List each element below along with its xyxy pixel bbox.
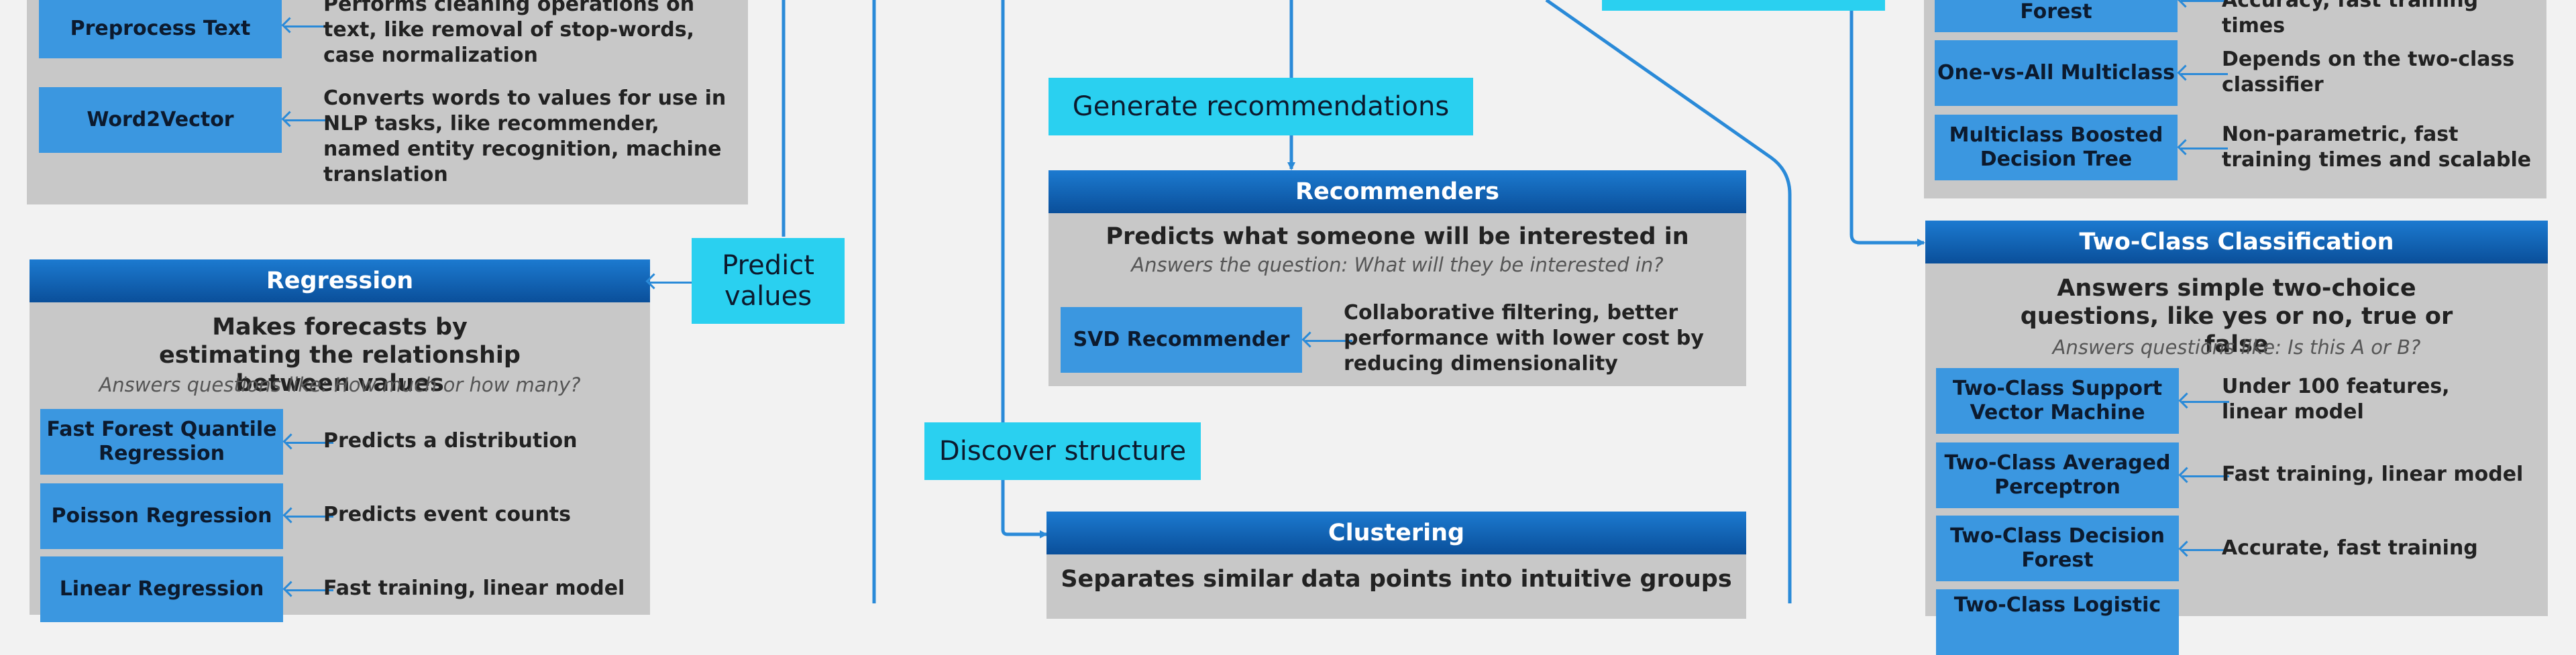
poisson-regression-button[interactable]: Poisson Regression: [40, 483, 283, 549]
clustering-lead: Separates similar data points into intui…: [1061, 566, 1732, 593]
multiclass-panel: Forest Accuracy, fast training times One…: [1924, 0, 2546, 198]
arrow: [2181, 73, 2228, 75]
clustering-panel: Clustering Separates similar data points…: [1046, 512, 1746, 619]
arrow: [2182, 401, 2229, 403]
word2vector-description: Converts words to values for use in NLP …: [323, 86, 727, 186]
word2vector-button[interactable]: Word2Vector: [39, 87, 282, 153]
clustering-header: Clustering: [1046, 512, 1746, 554]
two-class-decision-forest-button[interactable]: Two-Class Decision Forest: [1936, 516, 2179, 581]
two-class-lead: Answers simple two-choice questions, lik…: [2020, 275, 2453, 358]
preprocess-text-button[interactable]: Preprocess Text: [39, 0, 282, 58]
two-class-header: Two-Class Classification: [1925, 221, 2548, 263]
arrow: [286, 589, 333, 591]
recommenders-subtitle: Answers the question: What will they be …: [1131, 253, 1664, 276]
fast-forest-description: Predicts a distribution: [323, 429, 578, 453]
decision-forest-description: Accurate, fast training: [2222, 536, 2478, 560]
averaged-perceptron-description: Fast training, linear model: [2222, 463, 2524, 486]
arrow: [2181, 147, 2228, 150]
boosted-tree-description: Non-parametric, fast training times and …: [2222, 123, 2532, 172]
fast-forest-quantile-regression-button[interactable]: Fast Forest Quantile Regression: [40, 409, 283, 475]
two-class-svm-button[interactable]: Two-Class Support Vector Machine: [1936, 368, 2179, 434]
regression-header: Regression: [30, 259, 650, 302]
one-vs-all-description: Depends on the two-class classifier: [2222, 48, 2515, 97]
generate-recommendations-callout: Generate recommendations: [1049, 78, 1473, 135]
multiclass-forest-button[interactable]: Forest: [1935, 0, 2178, 32]
two-class-averaged-perceptron-button[interactable]: Two-Class Averaged Perceptron: [1936, 442, 2179, 508]
arrow: [285, 25, 332, 27]
arrow: [286, 516, 333, 518]
poisson-description: Predicts event counts: [323, 503, 572, 526]
discover-structure-callout: Discover structure: [924, 422, 1201, 480]
connector-lines: [782, 0, 1925, 603]
arrow: [285, 119, 332, 121]
one-vs-all-multiclass-button[interactable]: One-vs-All Multiclass: [1935, 40, 2178, 106]
two-class-classification-panel: Two-Class Classification Answers simple …: [1925, 221, 2548, 655]
regression-lead: Makes forecasts by estimating the relati…: [159, 314, 521, 397]
arrow: [649, 282, 692, 284]
text-analytics-panel: Preprocess Text Performs cleaning operat…: [27, 0, 748, 204]
two-class-logistic-button[interactable]: Two-Class Logistic: [1936, 589, 2179, 655]
arrow: [2182, 549, 2229, 551]
predict-values-callout: Predict values: [692, 238, 845, 324]
multiclass-forest-description: Accuracy, fast training times: [2222, 0, 2479, 38]
two-class-subtitle: Answers questions like: Is this A or B?: [2052, 336, 2421, 359]
linear-regression-button[interactable]: Linear Regression: [40, 556, 283, 622]
regression-subtitle: Answers questions like: How much or how …: [99, 373, 581, 396]
svd-description: Collaborative filtering, better performa…: [1344, 301, 1704, 375]
top-callout-edge: [1602, 0, 1885, 11]
two-class-svm-description: Under 100 features, linear model: [2222, 375, 2450, 424]
arrow: [1305, 340, 1352, 342]
linear-regression-description: Fast training, linear model: [323, 577, 625, 600]
preprocess-text-description: Performs cleaning operations on text, li…: [323, 0, 695, 67]
regression-panel: Regression Makes forecasts by estimating…: [30, 259, 650, 622]
arrow: [2181, 0, 2228, 2]
arrow: [286, 442, 333, 444]
arrow: [2182, 475, 2229, 477]
svd-recommender-button[interactable]: SVD Recommender: [1061, 307, 1302, 373]
recommenders-header: Recommenders: [1049, 170, 1746, 213]
multiclass-boosted-decision-tree-button[interactable]: Multiclass Boosted Decision Tree: [1935, 115, 2178, 180]
recommenders-panel: Recommenders Predicts what someone will …: [1049, 170, 1746, 386]
recommenders-lead: Predicts what someone will be interested…: [1106, 223, 1689, 250]
